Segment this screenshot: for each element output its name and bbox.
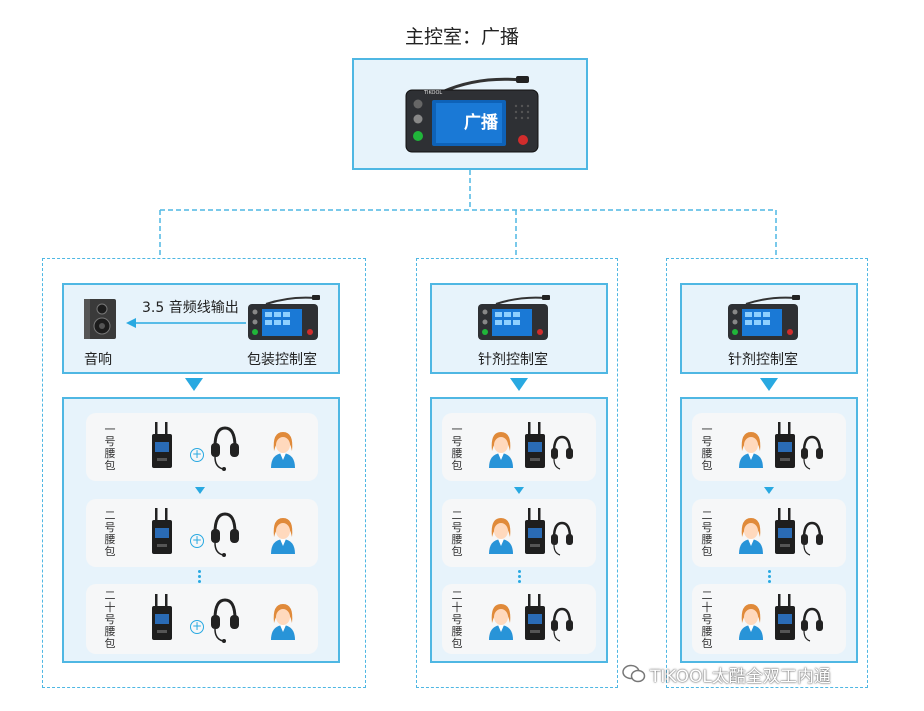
station-2-label: 针剂控制室 [478,352,548,368]
speaker-icon [84,299,116,339]
station-2-device-icon [478,295,550,340]
station-3-group [666,258,868,688]
pack-label: 一号腰包 [451,423,463,472]
diagram-title: 主控室：广播 [404,26,519,48]
master-screen-text: 广播 [464,113,498,133]
headset-icon [211,426,239,471]
pack-label: 二号腰包 [701,509,713,558]
plus-icon: + [190,533,204,548]
operator-avatar-icon [489,604,513,640]
station-1-down-arrow [185,378,203,391]
operator-avatar-icon [271,518,295,554]
audio-output-label: 3.5 音频线输出 [142,300,239,316]
watermark-text: TIKOOL太酷全双工内通 [650,667,831,687]
station-3-label: 针剂控制室 [728,352,798,368]
station-1-label: 包装控制室 [247,352,317,368]
pack-label: 一号腰包 [701,423,713,472]
pack-down-arrow [764,487,774,494]
master-station-panel: 广播 TIKOOL [352,58,588,170]
pack-label: 二号腰包 [104,509,116,558]
master-brand-label: TIKOOL [424,90,443,96]
station-2-down-arrow [510,378,528,391]
beltpack-icon [775,594,795,640]
pack-down-arrow [195,487,205,494]
beltpack-icon [152,422,172,468]
operator-avatar-icon [271,604,295,640]
headset-icon [551,607,573,642]
ellipsis-dots-icon [518,570,521,585]
beltpack-icon [525,422,545,468]
ellipsis-dots-icon [198,570,201,585]
headset-icon [801,607,823,642]
beltpack-icon [152,508,172,554]
operator-avatar-icon [739,432,763,468]
headset-icon [551,521,573,556]
headset-icon [801,521,823,556]
station-3-down-arrow [760,378,778,391]
headset-icon [211,598,239,643]
station-2-group [416,258,618,688]
audio-output-arrow [126,318,246,328]
beltpack-icon [525,594,545,640]
operator-avatar-icon [739,604,763,640]
ellipsis-dots-icon [768,570,771,585]
beltpack-icon [775,508,795,554]
station-3-device-icon [728,295,800,340]
operator-avatar-icon [739,518,763,554]
pack-label: 二十号腰包 [451,589,463,650]
station-1-group [42,258,366,688]
wechat-logo-icon [622,664,646,683]
plus-icon: + [190,619,204,634]
pack-label: 一号腰包 [104,423,116,472]
headset-icon [211,512,239,557]
pack-label: 二十号腰包 [104,589,116,650]
beltpack-icon [775,422,795,468]
headset-icon [551,435,573,470]
master-station-device-icon [405,76,539,153]
station-1-device-icon [248,295,320,340]
plus-icon: + [190,447,204,462]
operator-avatar-icon [489,432,513,468]
pack-label: 二号腰包 [451,509,463,558]
operator-avatar-icon [489,518,513,554]
operator-avatar-icon [271,432,295,468]
pack-down-arrow [514,487,524,494]
beltpack-icon [525,508,545,554]
speaker-label: 音响 [84,352,112,368]
headset-icon [801,435,823,470]
beltpack-icon [152,594,172,640]
pack-label: 二十号腰包 [701,589,713,650]
